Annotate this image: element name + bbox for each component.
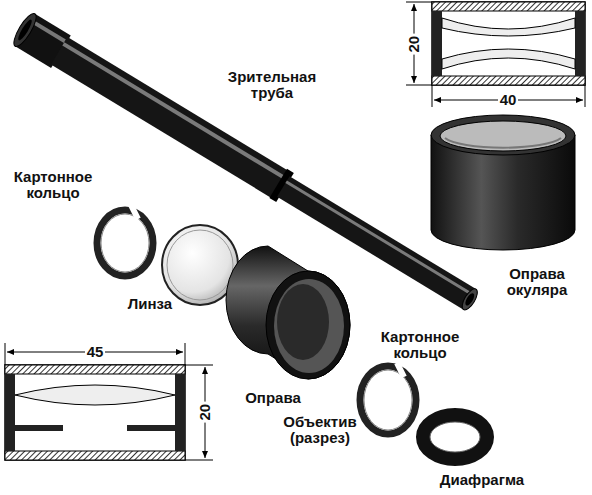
dimension-label: 20 (197, 402, 214, 423)
cardboard-ring (360, 363, 416, 434)
part-label: Линза (128, 296, 172, 313)
part-label: Картонное кольцо (3, 169, 103, 202)
part-label: Объектив (разрез) (270, 414, 370, 447)
part-label: Оправа окуляра (487, 266, 587, 299)
diaphragm (423, 415, 487, 459)
eyepiece-mount (431, 115, 575, 250)
eyepiece-section (406, 2, 585, 107)
objective-section (5, 343, 213, 460)
dimension-label: 40 (498, 92, 519, 109)
part-label: Зрительная труба (222, 69, 322, 102)
part-label: Картонное кольцо (370, 329, 470, 362)
part-label: Оправа (245, 390, 301, 407)
dimension-label: 45 (85, 344, 106, 361)
cardboard-ring (97, 205, 153, 276)
part-label: Диафрагма (440, 472, 524, 489)
objective-mount (226, 246, 350, 379)
dimension-label: 20 (406, 34, 423, 55)
